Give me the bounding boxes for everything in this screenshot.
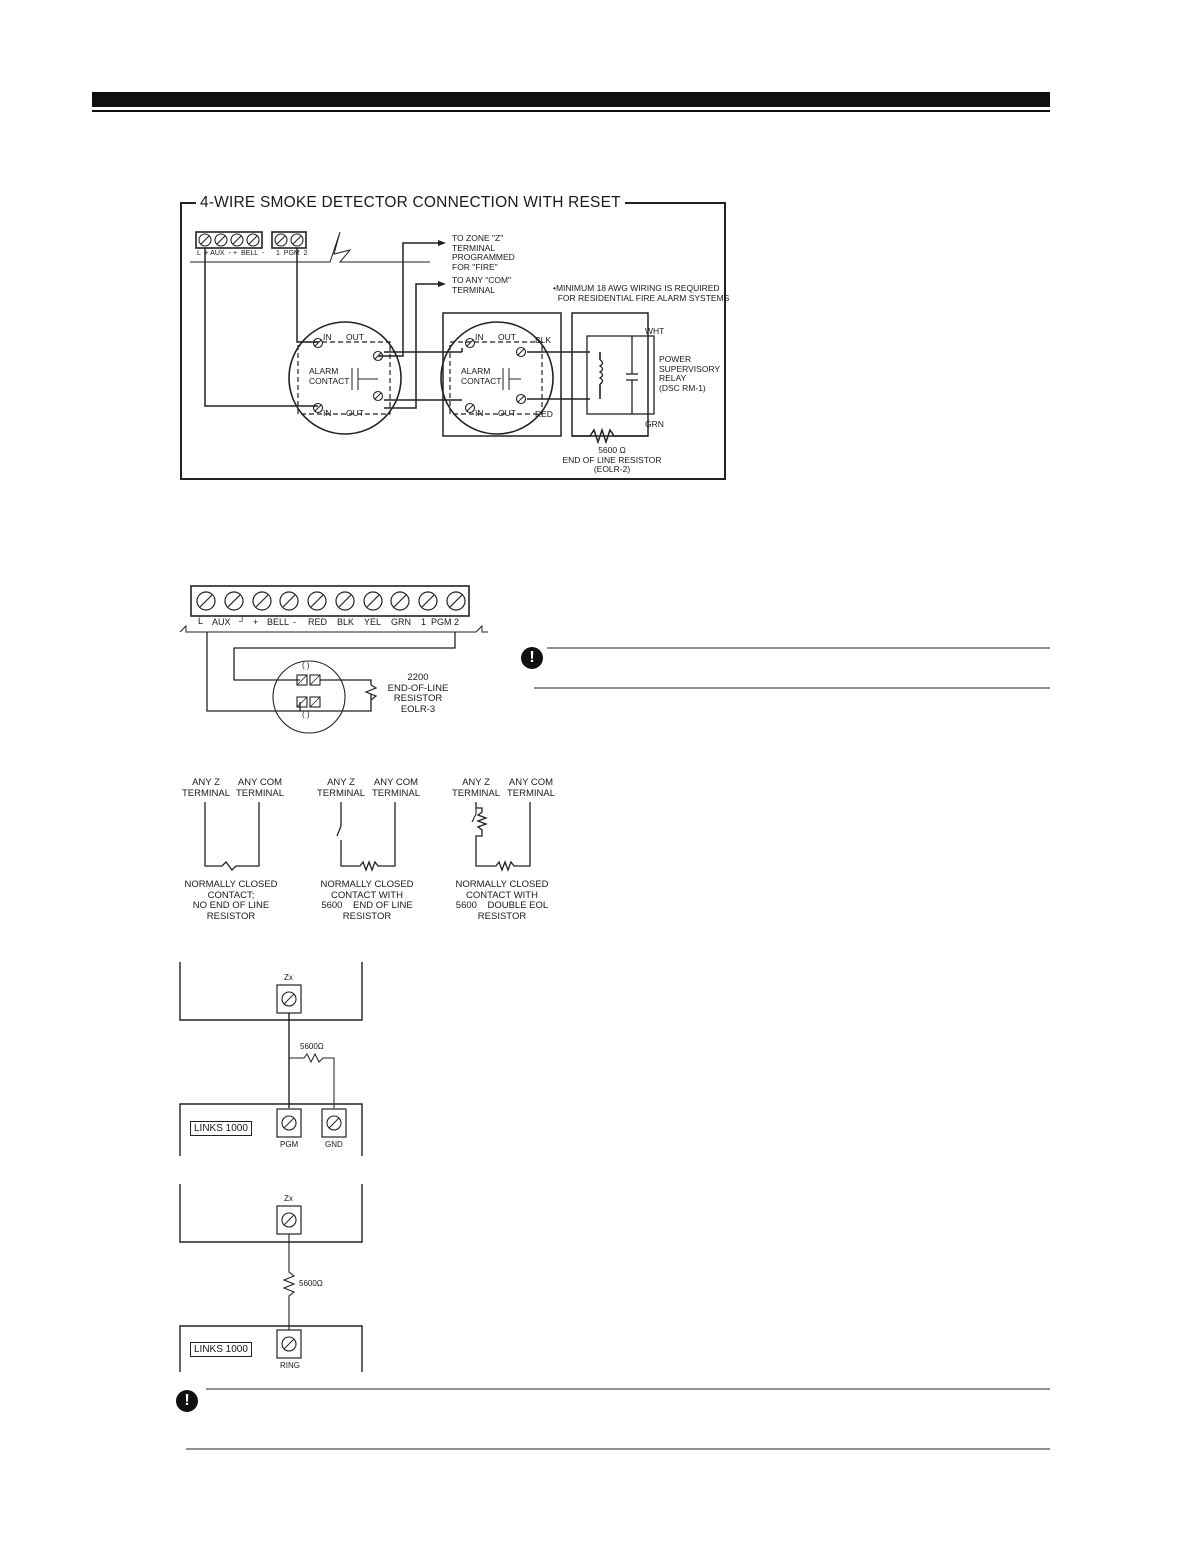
terminal-yel: YEL xyxy=(364,617,382,627)
smoke-detector-1 xyxy=(288,321,402,435)
fig5-zx-label: Zx xyxy=(284,1194,293,1203)
fig4-links-label: LINKS 1000 xyxy=(190,1121,252,1136)
fig3c-z-label: ANY Z TERMINAL xyxy=(451,777,501,799)
det1-alarm-contact: ALARM CONTACT xyxy=(309,366,350,386)
detector-2-loop xyxy=(442,312,562,437)
fig3b-z-label: ANY Z TERMINAL xyxy=(316,777,366,799)
det2-alarm-contact: ALARM CONTACT xyxy=(461,366,502,386)
det2-in-bottom: IN xyxy=(475,408,484,418)
fig3c-caption: NORMALLY CLOSED CONTACT WITH 5600 DOUBLE… xyxy=(455,879,549,922)
fig3a-com-label: ANY COM TERMINAL xyxy=(235,777,285,799)
header-bar xyxy=(92,92,1050,107)
socket-top: ( ) xyxy=(302,661,310,670)
terminal-pgm: PGM xyxy=(431,617,452,627)
grn-label: GRN xyxy=(645,419,664,429)
terminal-pgm-1: 1 xyxy=(421,617,427,627)
fig5-ring-label: RING xyxy=(280,1361,300,1370)
det2-out-bottom: OUT xyxy=(498,408,516,418)
arrow-zone xyxy=(438,240,446,246)
arrow-com xyxy=(438,281,446,287)
bracket-right: ┘ xyxy=(239,616,246,626)
blk-label: BLK xyxy=(535,335,552,345)
detector-1-base xyxy=(297,341,391,415)
zone-note: TO ZONE "Z" TERMINAL PROGRAMMED FOR "FIR… xyxy=(452,233,515,272)
fig3c-com-label: ANY COM TERMINAL xyxy=(506,777,556,799)
resistor-4 xyxy=(289,1052,335,1108)
wiring-note: •MINIMUM 18 AWG WIRING IS REQUIRED FOR R… xyxy=(553,283,730,303)
fig4-pgm-label: PGM xyxy=(280,1140,299,1149)
wht-label: WHT xyxy=(645,326,665,336)
nc-contact-no-eol xyxy=(204,802,260,871)
socket-bottom: ( ) xyxy=(302,710,310,719)
red-label: RED xyxy=(535,409,553,419)
links-box-4 xyxy=(179,1103,363,1156)
pgm-label: 1 PGM 2 xyxy=(276,250,308,257)
figure-title: 4-WIRE SMOKE DETECTOR CONNECTION WITH RE… xyxy=(196,194,625,212)
det1-out-bottom: OUT xyxy=(346,408,364,418)
relay-box xyxy=(586,335,655,415)
bell-label: + BELL - xyxy=(233,250,265,257)
terminal-bell-minus: - xyxy=(293,617,296,627)
terminal-screw xyxy=(198,233,212,247)
terminal-screw xyxy=(214,233,228,247)
smoke-detector-base-2 xyxy=(272,660,346,734)
nc-contact-double-eol xyxy=(475,802,531,872)
eol-resistor-label: 5600 Ω END OF LINE RESISTOR (EOLR-2) xyxy=(562,445,662,474)
relay-loop xyxy=(571,312,649,437)
relay-coil xyxy=(598,359,604,385)
terminal-screw xyxy=(230,233,244,247)
nc-contact-eol xyxy=(340,802,396,872)
fig4-resistor-label: 5600Ω xyxy=(300,1042,324,1051)
terminal-bell-plus: + xyxy=(253,617,259,627)
pgm-terminal-strip xyxy=(271,231,307,249)
caution-icon: ! xyxy=(521,647,543,669)
fig4-zx-label: Zx xyxy=(284,973,293,982)
terminal-red: RED xyxy=(308,617,328,627)
panel-box-5 xyxy=(179,1184,363,1243)
bracket-left: L xyxy=(198,616,204,626)
resistor-5 xyxy=(282,1234,296,1330)
terminal-grn: GRN xyxy=(391,617,411,627)
com-note: TO ANY "COM" TERMINAL xyxy=(452,275,512,295)
eol-resistor-2-label: 2200 END-OF-LINE RESISTOR EOLR-3 xyxy=(387,672,449,715)
aux-label: L + AUX - xyxy=(197,250,231,257)
fig3a-z-label: ANY Z TERMINAL xyxy=(181,777,231,799)
det2-in-top: IN xyxy=(475,332,484,342)
terminal-aux: AUX xyxy=(212,617,231,627)
detector-2-base xyxy=(449,341,543,415)
terminal-bell: BELL xyxy=(267,617,290,627)
panel-terminal-strip xyxy=(190,585,470,617)
terminal-blk: BLK xyxy=(337,617,355,627)
terminal-screw xyxy=(290,233,304,247)
terminal-labels: AUX + BELL - RED BLK YEL GRN 1 PGM 2 xyxy=(196,617,468,629)
det1-in-bottom: IN xyxy=(323,408,332,418)
panel-box-4 xyxy=(179,962,363,1021)
terminal-pgm-2: 2 xyxy=(454,617,460,627)
smoke-detector-2 xyxy=(440,321,554,435)
caution-icon-2: ! xyxy=(176,1390,198,1412)
fig4-gnd-label: GND xyxy=(325,1140,343,1149)
eol-resistor-2 xyxy=(364,684,378,701)
aux-bell-terminal-strip xyxy=(195,231,263,249)
terminal-screw xyxy=(246,233,260,247)
fig3a-caption: NORMALLY CLOSED CONTACT; NO END OF LINE … xyxy=(184,879,278,922)
header-rule xyxy=(92,110,1050,112)
det2-out-top: OUT xyxy=(498,332,516,342)
break-line xyxy=(190,231,430,263)
terminal-screw xyxy=(274,233,288,247)
links-box-5 xyxy=(179,1325,363,1372)
relay-label: POWER SUPERVISORY RELAY (DSC RM-1) xyxy=(659,354,721,393)
eol-resistor xyxy=(572,427,648,445)
det1-in-top: IN xyxy=(323,332,332,342)
break-line-2 xyxy=(179,624,488,633)
fig5-links-label: LINKS 1000 xyxy=(190,1342,252,1357)
det1-out-top: OUT xyxy=(346,332,364,342)
fig3b-com-label: ANY COM TERMINAL xyxy=(371,777,421,799)
fig3b-caption: NORMALLY CLOSED CONTACT WITH 5600 END OF… xyxy=(320,879,414,922)
fig5-resistor-label: 5600Ω xyxy=(299,1279,323,1288)
